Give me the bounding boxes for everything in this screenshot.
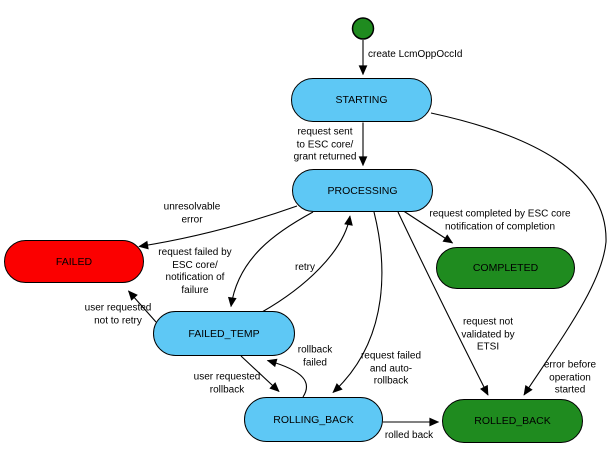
edge-failedtemp-processing-retry <box>261 215 353 313</box>
edge-label-auto-rollback: request failed and auto- rollback <box>360 350 422 387</box>
edge-rollingback-failedtemp <box>266 358 308 398</box>
edge-processing-completed <box>401 209 454 244</box>
state-failed-label: FAILED <box>55 255 93 268</box>
state-completed-label: COMPLETED <box>472 262 539 274</box>
edge-label-rolled-back: rolled back <box>384 429 434 441</box>
edge-processing-failedtemp <box>227 211 314 308</box>
state-failed-temp: FAILED_TEMP <box>153 311 295 356</box>
edge-label-not-validated: request not validated by ETSI <box>461 316 515 353</box>
state-rolling-back-label: ROLLING_BACK <box>273 413 354 426</box>
edge-label-error-before-start: error before operation started <box>543 359 597 396</box>
state-rolling-back: ROLLING_BACK <box>244 397 383 442</box>
state-failed: FAILED <box>4 240 144 283</box>
state-completed: COMPLETED <box>436 247 575 289</box>
state-failed-temp-label: FAILED_TEMP <box>188 327 260 340</box>
edge-label-rollback-failed: rollback failed <box>297 344 333 369</box>
state-processing-label: PROCESSING <box>327 184 398 197</box>
edge-starting-rolledback <box>430 112 607 396</box>
edge-label-user-requested-rollback: user requested rollback <box>193 371 261 396</box>
edge-failedtemp-rollingback <box>240 355 280 393</box>
state-starting-label: STARTING <box>335 94 388 106</box>
edge-processing-rolledback <box>397 211 489 396</box>
state-rolled-back-label: ROLLED_BACK <box>474 415 551 427</box>
edge-label-request-sent: request sent to ESC core/ grant returned <box>293 126 357 163</box>
state-rolled-back: ROLLED_BACK <box>442 399 583 443</box>
edge-label-create: create LcmOppOccId <box>368 48 463 60</box>
state-processing: PROCESSING <box>292 169 433 212</box>
edge-label-request-completed: request completed by ESC core notificati… <box>429 208 571 233</box>
edge-label-unresolvable-error: unresolvable error <box>163 201 221 226</box>
edge-failedtemp-failed <box>127 290 157 323</box>
edge-label-not-to-retry: user requested not to retry <box>84 302 152 327</box>
edge-label-request-failed-by: request failed by ESC core/ notification… <box>158 247 232 296</box>
edge-processing-failed <box>138 205 298 250</box>
edge-label-retry: retry <box>295 261 315 273</box>
initial-state-dot <box>351 17 375 40</box>
state-starting: STARTING <box>291 78 432 122</box>
edge-processing-rollingback <box>332 211 383 394</box>
